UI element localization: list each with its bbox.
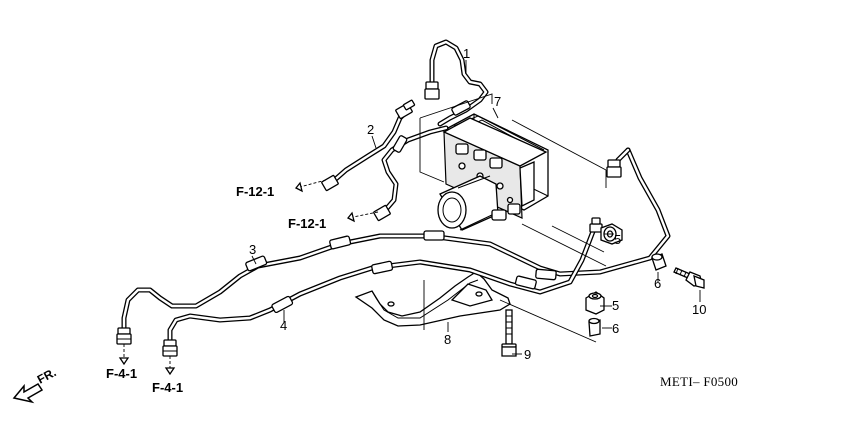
reference-arrows <box>118 179 379 376</box>
collar-upper <box>651 253 667 271</box>
callout-1: 1 <box>463 46 470 61</box>
callout-9: 9 <box>524 347 531 362</box>
callout-leaders <box>251 60 701 355</box>
collar-lower <box>588 317 601 337</box>
callout-6-upper: 6 <box>654 276 661 291</box>
callout-2: 2 <box>367 122 374 137</box>
abs-modulator-unit <box>437 113 549 231</box>
flange-bolt-9 <box>501 309 517 357</box>
callout-5-lower: 5 <box>612 298 619 313</box>
rubber-grommet-lower <box>585 291 605 315</box>
brake-pipe-1 <box>424 39 489 127</box>
front-direction-arrow-icon <box>12 383 44 404</box>
callout-8: 8 <box>444 332 451 347</box>
ref-f-4-1-left[interactable]: F-4-1 <box>106 366 137 381</box>
flange-bolt-10 <box>673 267 705 289</box>
callout-10: 10 <box>692 302 706 317</box>
abs-mounting-bracket <box>354 271 511 327</box>
brake-pipe-2 <box>321 99 449 222</box>
diagram-code: METI– F0500 <box>660 374 738 389</box>
pipe-end-fittings-front <box>116 327 178 357</box>
callout-4: 4 <box>280 318 287 333</box>
pipe-fitting-right <box>589 159 622 233</box>
callout-6-lower: 6 <box>612 321 619 336</box>
ref-f-12-1-upper[interactable]: F-12-1 <box>236 184 274 199</box>
callout-3: 3 <box>249 242 256 257</box>
reference-lines <box>419 93 607 343</box>
brake-pipe-4 <box>167 221 599 355</box>
ref-f-4-1-right[interactable]: F-4-1 <box>152 380 183 395</box>
ref-f-12-1-lower[interactable]: F-12-1 <box>288 216 326 231</box>
callout-7: 7 <box>494 94 501 109</box>
pipe-clamp-sleeves <box>245 230 557 314</box>
callout-5-upper: 5 <box>614 232 621 247</box>
